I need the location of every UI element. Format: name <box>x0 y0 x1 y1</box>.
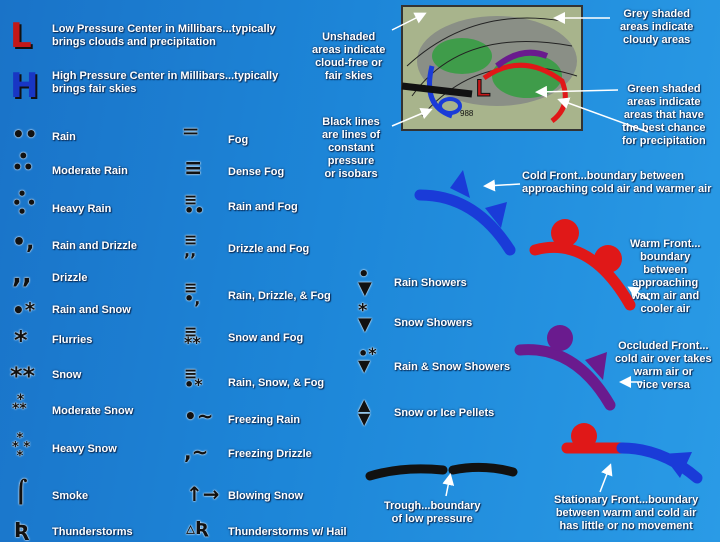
low-pressure-icon: L <box>10 16 32 56</box>
occluded-front-icon <box>514 325 616 411</box>
snow-showers-icon: *▼ <box>358 300 372 335</box>
dense-fog-icon: ≡ <box>184 156 203 181</box>
smoke-icon: ⌠ <box>14 480 28 505</box>
cold-front-icon <box>414 170 516 256</box>
trough-icon <box>365 462 518 481</box>
legend-snow: Snow <box>52 369 82 381</box>
isobars-note: Black lines are lines of constant pressu… <box>322 116 381 180</box>
legend-drizzle: Drizzle <box>52 272 88 284</box>
legend-flurries: Flurries <box>52 334 93 346</box>
legend-rain: Rain <box>52 131 76 143</box>
trough-note: Trough...boundary of low pressure <box>384 500 481 525</box>
rain-snow-showers-icon: •*▼ <box>358 344 377 375</box>
freezing-drizzle-icon: ,~ <box>184 440 209 464</box>
rain-icon: •• <box>12 122 38 146</box>
legend-heavy-snow: Heavy Snow <box>52 443 117 455</box>
moderate-rain-icon: ••• <box>12 147 34 178</box>
legend-rain-and-drizzle: Rain and Drizzle <box>52 240 137 252</box>
rain-and-drizzle-icon: •, <box>12 230 35 255</box>
legend-rain-showers: Rain Showers <box>394 277 467 289</box>
heavy-snow-icon: ** * * <box>12 431 31 464</box>
legend-thunderstorms-hail: Thunderstorms w/ Hail <box>228 526 347 538</box>
legend-dense-fog: Dense Fog <box>228 166 285 178</box>
drizzle-icon: ,, <box>12 260 32 290</box>
legend-fog: Fog <box>228 134 249 146</box>
legend-freezing-rain: Freezing Rain <box>228 414 301 426</box>
heavy-rain-icon: •• • • <box>12 185 37 221</box>
cold-front-note: Cold Front...boundary between approachin… <box>522 170 712 195</box>
stationary-front-icon <box>561 423 703 484</box>
legend-rain-and-snow: Rain and Snow <box>52 304 131 316</box>
map-low-letter: L <box>476 75 491 102</box>
rain-snow-fog-icon: ≡•* <box>184 364 203 394</box>
unshaded-note: Unshaded areas indicate cloud-free or fa… <box>312 31 386 82</box>
ice-pellets-icon: ▲▼ <box>358 395 371 428</box>
rain-drizzle-fog-icon: ≡•, <box>184 278 201 308</box>
grey-note: Grey shaded areas indicate cloudy areas <box>620 8 694 46</box>
legend-rain-snow-showers: Rain & Snow Showers <box>394 361 511 373</box>
legend-moderate-rain: Moderate Rain <box>52 165 128 177</box>
legend-blowing-snow: Blowing Snow <box>228 490 304 502</box>
low-pressure-label: Low Pressure Center in Millibars...typic… <box>52 23 276 48</box>
warm-front-icon <box>529 219 636 311</box>
rain-and-snow-icon: •* <box>12 298 36 322</box>
legend-rain-snow-fog: Rain, Snow, & Fog <box>228 377 325 389</box>
legend-moderate-snow: Moderate Snow <box>52 405 134 417</box>
snow-icon: ** <box>10 362 36 390</box>
legend-drizzle-and-fog: Drizzle and Fog <box>228 243 310 255</box>
legend-thunderstorms: Thunderstorms <box>52 526 133 538</box>
legend-snow-and-fog: Snow and Fog <box>228 332 304 344</box>
legend-snow-showers: Snow Showers <box>394 317 473 329</box>
occluded-front-note: Occluded Front... cold air over takes wa… <box>615 340 712 391</box>
green-note: Green shaded areas indicate areas that h… <box>622 83 706 147</box>
thunderstorm-hail-icon: ▵Ʀ <box>186 518 209 539</box>
thunderstorm-icon: Ʀ <box>14 518 30 542</box>
map-isobar-value: 988 <box>460 109 474 118</box>
high-pressure-icon: H <box>10 66 39 106</box>
drizzle-and-fog-icon: ≡,, <box>184 230 198 260</box>
flurries-icon: * <box>14 326 28 356</box>
freezing-rain-icon: •~ <box>184 404 214 428</box>
warm-front-note: Warm Front... boundary between approachi… <box>630 238 701 315</box>
rain-showers-icon: •▼ <box>358 264 372 299</box>
high-pressure-label: High Pressure Center in Millibars...typi… <box>52 70 279 95</box>
blowing-snow-icon: ↑→ <box>186 482 220 506</box>
stationary-front-note: Stationary Front...boundary between warm… <box>554 494 699 532</box>
legend-smoke: Smoke <box>52 490 89 502</box>
fog-icon: ═ <box>184 120 198 145</box>
legend-freezing-drizzle: Freezing Drizzle <box>228 448 312 460</box>
legend-ice-pellets: Snow or Ice Pellets <box>394 407 495 419</box>
rain-and-fog-icon: ≡•• <box>184 190 205 220</box>
moderate-snow-icon: *** <box>12 392 27 417</box>
legend-rain-drizzle-fog: Rain, Drizzle, & Fog <box>228 290 331 302</box>
legend-heavy-rain: Heavy Rain <box>52 203 112 215</box>
snow-and-fog-icon: ≡** <box>184 322 201 352</box>
legend-rain-and-fog: Rain and Fog <box>228 201 298 213</box>
